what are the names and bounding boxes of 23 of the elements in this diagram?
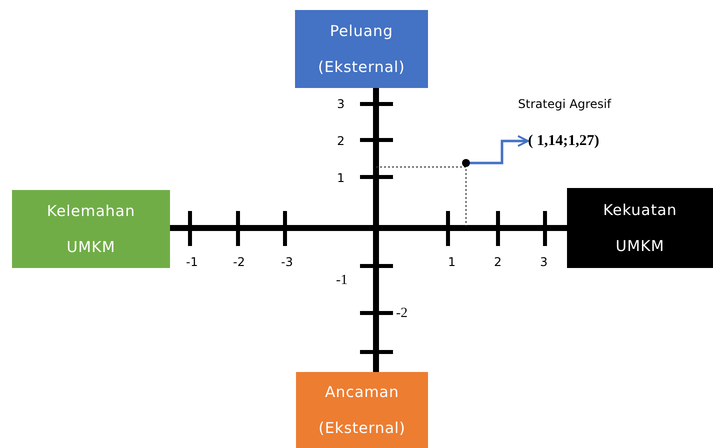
tick-label: 1 <box>337 170 345 186</box>
tick-label: 3 <box>337 96 345 112</box>
strategy-label: Strategi Agresif <box>518 96 612 112</box>
tick-label: -2 <box>233 254 245 270</box>
label-box <box>567 188 713 268</box>
label-box <box>12 190 170 268</box>
data-point <box>462 159 470 167</box>
tick-label: -2 <box>396 306 408 322</box>
tick-label: -1 <box>336 273 348 289</box>
tick-label: 2 <box>494 254 502 270</box>
box-text: Peluang (Eksternal) <box>318 21 406 78</box>
box-text: Ancaman (Eksternal) <box>318 382 406 439</box>
arrow <box>470 135 529 164</box>
coordinate-label: ( 1,14;1,27) <box>528 131 618 151</box>
label-box <box>295 10 428 88</box>
box-text: Kelemahan UMKM <box>46 201 136 258</box>
tick-label: -1 <box>186 254 198 270</box>
label-box <box>296 372 428 448</box>
tick-label: 1 <box>448 254 456 270</box>
tick-label: 2 <box>337 133 345 149</box>
tick-label: 3 <box>540 254 548 270</box>
tick-label: -3 <box>281 254 293 270</box>
box-text: Kekuatan UMKM <box>603 200 677 257</box>
